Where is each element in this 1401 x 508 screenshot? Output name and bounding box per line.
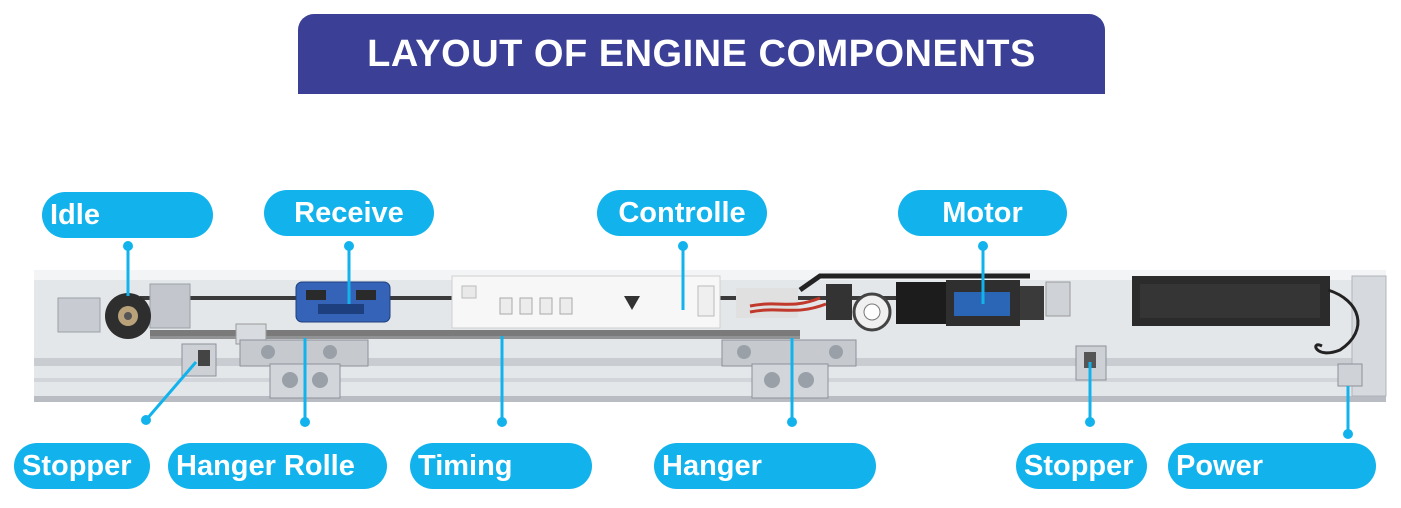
connector-stopper-left-dot	[141, 415, 151, 425]
label-idle: Idle	[42, 192, 213, 238]
receiver-module	[295, 281, 391, 323]
label-stopper-right: Stopper	[1016, 443, 1147, 489]
label-receive: Receive	[264, 190, 434, 236]
connector-motor-dot	[978, 241, 988, 251]
power-unit	[1132, 276, 1363, 387]
connector-timing-dot	[497, 417, 507, 427]
idle-pulley	[57, 283, 191, 339]
connector-controller-dot	[678, 241, 688, 251]
controller-unit	[451, 275, 827, 329]
connector-stopper-right-dot	[1085, 417, 1095, 427]
label-hanger-roller: Hanger Rolle	[168, 443, 387, 489]
label-timing: Timing	[410, 443, 592, 489]
label-hanger: Hanger	[654, 443, 876, 489]
label-power: Power	[1168, 443, 1376, 489]
label-connectors	[123, 241, 1353, 439]
connector-stopper-left	[144, 361, 198, 421]
label-stopper-left: Stopper	[14, 443, 150, 489]
connector-idle-dot	[123, 241, 133, 251]
diagram-title: LAYOUT OF ENGINE COMPONENTS	[298, 14, 1105, 94]
connector-power-dot	[1343, 429, 1353, 439]
label-controller: Controlle	[597, 190, 767, 236]
connector-hanger-dot	[787, 417, 797, 427]
label-motor: Motor	[898, 190, 1067, 236]
right-hanger	[721, 339, 857, 399]
connector-receive-dot	[344, 241, 354, 251]
connector-hanger-roller-dot	[300, 417, 310, 427]
